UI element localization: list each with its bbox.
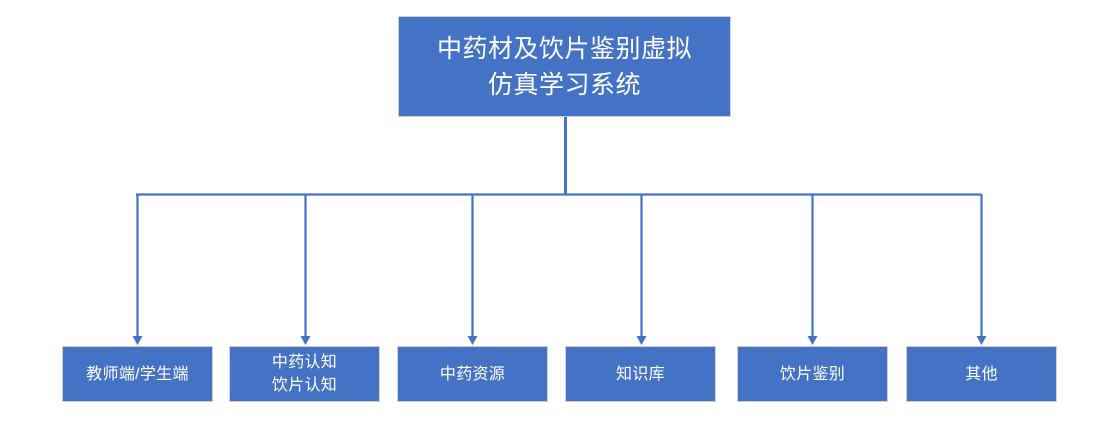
arrowhead-icon-1 bbox=[132, 336, 143, 345]
arrowhead-icon-6 bbox=[976, 336, 987, 345]
leaf-node-teacher-student[interactable]: 教师端/学生端 bbox=[62, 346, 213, 402]
root-node[interactable]: 中药材及饮片鉴别虚拟 仿真学习系统 bbox=[398, 16, 731, 117]
arrowhead-icon-5 bbox=[807, 336, 818, 345]
leaf-node-herb-cognition[interactable]: 中药认知 饮片认知 bbox=[229, 346, 380, 402]
leaf-node-label: 中药认知 饮片认知 bbox=[271, 354, 338, 394]
leaf-node-herb-resources[interactable]: 中药资源 bbox=[397, 346, 548, 402]
leaf-node-label: 饮片鉴别 bbox=[779, 365, 846, 383]
root-node-label: 中药材及饮片鉴别虚拟 仿真学习系统 bbox=[436, 34, 692, 99]
arrowhead-icon-2 bbox=[300, 336, 311, 345]
arrowhead-icon-3 bbox=[467, 336, 478, 345]
leaf-node-knowledge-base[interactable]: 知识库 bbox=[565, 346, 716, 402]
leaf-node-label: 其他 bbox=[965, 365, 998, 383]
leaf-node-label: 知识库 bbox=[616, 365, 665, 383]
arrowhead-icon-4 bbox=[636, 336, 647, 345]
leaf-node-label: 教师端/学生端 bbox=[86, 365, 189, 383]
leaf-node-other[interactable]: 其他 bbox=[906, 346, 1057, 402]
leaf-node-label: 中药资源 bbox=[439, 365, 506, 383]
leaf-node-slice-identification[interactable]: 饮片鉴别 bbox=[737, 346, 888, 402]
